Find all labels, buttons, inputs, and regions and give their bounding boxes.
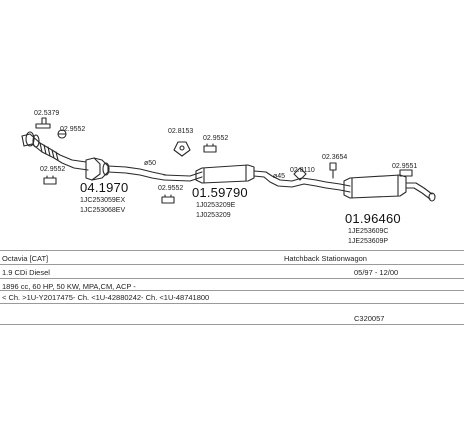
engine-spec: 1896 cc, 60 HP, 50 KW, MPA,CM, ACP - (2, 282, 136, 291)
production-dates: 05/97 - 12/00 (354, 268, 399, 277)
part-number-rear: 01.96460 (345, 211, 401, 226)
oem-reference: 1J0253209 (196, 212, 231, 219)
clamp-label: 02.9552 (203, 135, 229, 142)
middle-silencer (163, 164, 327, 189)
clamp-label: 02.9552 (60, 126, 86, 133)
part-number-front: 04.1970 (80, 180, 129, 195)
clamp-glyphs (35, 117, 413, 204)
engine: 1.9 CDi Diesel (2, 268, 50, 277)
part-number-middle: 01.59790 (192, 185, 248, 200)
catalog-code: C320057 (354, 314, 385, 323)
clamp-label: 02.9551 (392, 163, 418, 170)
clamp-label: 02.8110 (290, 167, 315, 174)
oem-reference: 1JE253609P (348, 238, 389, 245)
divider (0, 324, 464, 325)
divider (0, 278, 464, 279)
divider (0, 303, 464, 304)
vehicle-model: Octavia [CAT] (2, 254, 49, 263)
body-type: Hatchback Stationwagon (284, 254, 367, 263)
clamp-label: 02.9552 (40, 166, 66, 173)
divider (0, 264, 464, 265)
pipe-diameter-label: ø50 (144, 160, 157, 167)
oem-reference: 1JE253609C (348, 228, 389, 235)
front-pipe-with-catalyst (21, 131, 167, 181)
oem-reference: 1JC253059EX (80, 197, 126, 204)
divider (0, 290, 464, 291)
exhaust-system-diagram (21, 117, 436, 204)
clamp-label: 02.8153 (168, 128, 194, 135)
chassis-range: < Ch. >1U-Y2017475- Ch. <1U-42880242- Ch… (2, 293, 210, 302)
clamp-label: 02.5379 (34, 110, 60, 117)
pipe-diameter-label: ø45 (273, 173, 286, 180)
clamp-label: 02.3654 (322, 154, 348, 161)
rear-silencer (325, 174, 436, 202)
divider (0, 250, 464, 251)
oem-reference: 1JC253068EV (80, 207, 126, 214)
oem-reference: 1J0253209E (196, 202, 236, 209)
clamp-label: 02.9552 (158, 185, 184, 192)
